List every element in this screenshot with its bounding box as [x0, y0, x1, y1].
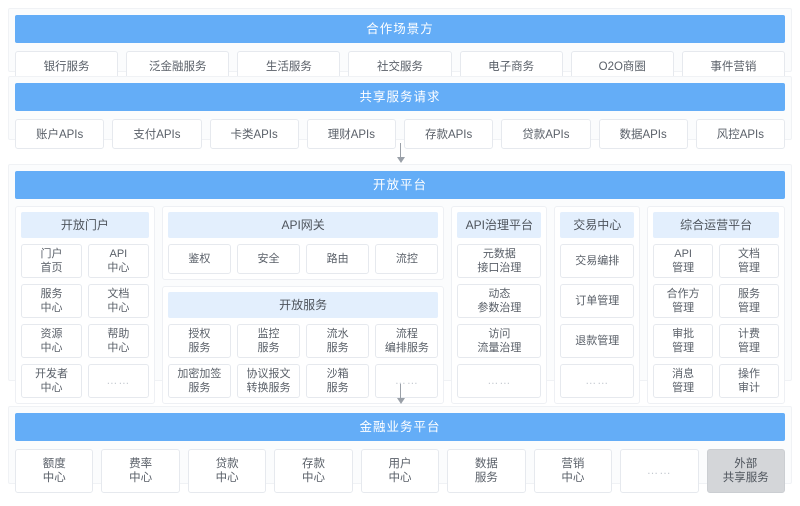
business-tile[interactable]: 用户 中心 — [360, 449, 440, 493]
open-service-tile[interactable]: 协议报文 转换服务 — [236, 364, 301, 398]
portal-tile-more[interactable]: …… — [87, 364, 149, 398]
column-operations-platform: 综合运营平台 API 管理 文档 管理 合作方 管理 服务 管理 审批 管理 计… — [647, 206, 785, 404]
api-chip[interactable]: 存款APIs — [404, 119, 494, 149]
gateway-tile[interactable]: 路由 — [306, 244, 370, 274]
operations-tiles: API 管理 文档 管理 合作方 管理 服务 管理 审批 管理 计费 管理 消息… — [653, 244, 779, 398]
api-gateway-tiles: 鉴权 安全 路由 流控 — [167, 244, 439, 274]
portal-tile[interactable]: 帮助 中心 — [87, 324, 149, 358]
gateway-tile[interactable]: 鉴权 — [167, 244, 231, 274]
open-service-tiles: 授权 服务 监控 服务 流水 服务 流程 编排服务 加密加签 服务 协议报文 转… — [167, 324, 439, 398]
governance-tile[interactable]: 元数据 接口治理 — [457, 244, 542, 278]
business-tile[interactable]: 额度 中心 — [15, 449, 94, 493]
api-chip[interactable]: 数据APIs — [598, 119, 688, 149]
open-service-tile[interactable]: 流程 编排服务 — [375, 324, 439, 358]
column-open-portal: 开放门户 门户 首页 API 中心 服务 中心 文档 中心 资源 中心 帮助 中… — [15, 206, 155, 404]
business-platform-section: 金融业务平台 额度 中心 费率 中心 贷款 中心 存款 中心 用户 中心 数据 … — [8, 406, 792, 493]
portal-tile[interactable]: 资源 中心 — [21, 324, 82, 358]
open-service-tile[interactable]: 流水 服务 — [306, 324, 370, 358]
trade-tile-more[interactable]: …… — [560, 364, 635, 398]
business-tile[interactable]: 数据 服务 — [447, 449, 526, 493]
operations-tile[interactable]: 合作方 管理 — [653, 284, 714, 318]
trade-tile[interactable]: 交易编排 — [560, 244, 635, 278]
operations-tile[interactable]: 审批 管理 — [653, 324, 714, 358]
business-tile[interactable]: 存款 中心 — [274, 449, 353, 493]
column-title-trade-center: 交易中心 — [560, 212, 635, 238]
business-tile[interactable]: 营销 中心 — [533, 449, 613, 493]
card-open-service: 开放服务 授权 服务 监控 服务 流水 服务 流程 编排服务 加密加签 服务 协… — [161, 286, 445, 404]
api-chip[interactable]: 账户APIs — [15, 119, 105, 149]
operations-tile[interactable]: 消息 管理 — [653, 364, 714, 398]
governance-tile[interactable]: 访问 流量治理 — [457, 324, 542, 358]
api-governance-tiles: 元数据 接口治理 动态 参数治理 访问 流量治理 …… — [457, 244, 542, 398]
trade-center-tiles: 交易编排 订单管理 退款管理 …… — [560, 244, 635, 398]
api-chip[interactable]: 支付APIs — [112, 119, 202, 149]
column-title-open-portal: 开放门户 — [21, 212, 149, 238]
flow-arrow-down-top — [396, 143, 405, 163]
open-platform-columns: 开放门户 门户 首页 API 中心 服务 中心 文档 中心 资源 中心 帮助 中… — [15, 206, 785, 404]
portal-tile[interactable]: API 中心 — [87, 244, 149, 278]
partners-section: 合作场景方 银行服务 泛金融服务 生活服务 社交服务 电子商务 O2O商圈 事件… — [8, 8, 792, 81]
card-api-gateway: API网关 鉴权 安全 路由 流控 — [161, 206, 445, 280]
open-service-tile[interactable]: 授权 服务 — [167, 324, 231, 358]
trade-tile[interactable]: 订单管理 — [560, 284, 635, 318]
shared-request-row: 账户APIs 支付APIs 卡类APIs 理财APIs 存款APIs 贷款API… — [15, 119, 785, 149]
open-platform-section: 开放平台 开放门户 门户 首页 API 中心 服务 中心 文档 中心 资源 中心… — [8, 164, 792, 404]
open-service-tile[interactable]: 加密加签 服务 — [167, 364, 231, 398]
business-tile-more[interactable]: …… — [620, 449, 699, 493]
portal-tile[interactable]: 门户 首页 — [21, 244, 82, 278]
operations-tile[interactable]: API 管理 — [653, 244, 714, 278]
trade-tile[interactable]: 退款管理 — [560, 324, 635, 358]
shared-request-title: 共享服务请求 — [15, 83, 785, 111]
column-trade-center: 交易中心 交易编排 订单管理 退款管理 …… — [554, 206, 641, 404]
business-platform-title: 金融业务平台 — [15, 413, 785, 441]
open-platform-title: 开放平台 — [15, 171, 785, 199]
gateway-tile[interactable]: 流控 — [375, 244, 439, 274]
operations-tile[interactable]: 操作 审计 — [719, 364, 779, 398]
api-chip[interactable]: 风控APIs — [695, 119, 785, 149]
column-title-operations-platform: 综合运营平台 — [653, 212, 779, 238]
governance-tile[interactable]: 动态 参数治理 — [457, 284, 542, 318]
column-api-gateway-group: API网关 鉴权 安全 路由 流控 开放服务 授权 服务 监控 服务 流水 服务… — [161, 206, 445, 404]
gateway-tile[interactable]: 安全 — [236, 244, 301, 274]
column-api-governance: API治理平台 元数据 接口治理 动态 参数治理 访问 流量治理 …… — [451, 206, 548, 404]
column-title-api-governance: API治理平台 — [457, 212, 542, 238]
portal-tile[interactable]: 文档 中心 — [87, 284, 149, 318]
api-chip[interactable]: 贷款APIs — [501, 119, 591, 149]
business-tile-external[interactable]: 外部 共享服务 — [706, 449, 785, 493]
api-chip[interactable]: 理财APIs — [306, 119, 396, 149]
open-service-tile[interactable]: 沙箱 服务 — [306, 364, 370, 398]
shared-request-section: 共享服务请求 账户APIs 支付APIs 卡类APIs 理财APIs 存款API… — [8, 76, 792, 149]
governance-tile-more[interactable]: …… — [457, 364, 542, 398]
operations-tile[interactable]: 计费 管理 — [719, 324, 779, 358]
open-portal-tiles: 门户 首页 API 中心 服务 中心 文档 中心 资源 中心 帮助 中心 开发者… — [21, 244, 149, 398]
portal-tile[interactable]: 开发者 中心 — [21, 364, 82, 398]
business-tile[interactable]: 贷款 中心 — [187, 449, 267, 493]
open-service-tile[interactable]: 监控 服务 — [236, 324, 301, 358]
business-tile[interactable]: 费率 中心 — [101, 449, 180, 493]
api-chip[interactable]: 卡类APIs — [209, 119, 299, 149]
portal-tile[interactable]: 服务 中心 — [21, 284, 82, 318]
open-service-tile-more[interactable]: …… — [375, 364, 439, 398]
column-title-api-gateway: API网关 — [167, 212, 439, 238]
partners-title: 合作场景方 — [15, 15, 785, 43]
column-title-open-service: 开放服务 — [167, 292, 439, 318]
flow-arrow-down-bottom — [396, 384, 405, 404]
operations-tile[interactable]: 服务 管理 — [719, 284, 779, 318]
business-platform-row: 额度 中心 费率 中心 贷款 中心 存款 中心 用户 中心 数据 服务 营销 中… — [15, 449, 785, 493]
operations-tile[interactable]: 文档 管理 — [719, 244, 779, 278]
